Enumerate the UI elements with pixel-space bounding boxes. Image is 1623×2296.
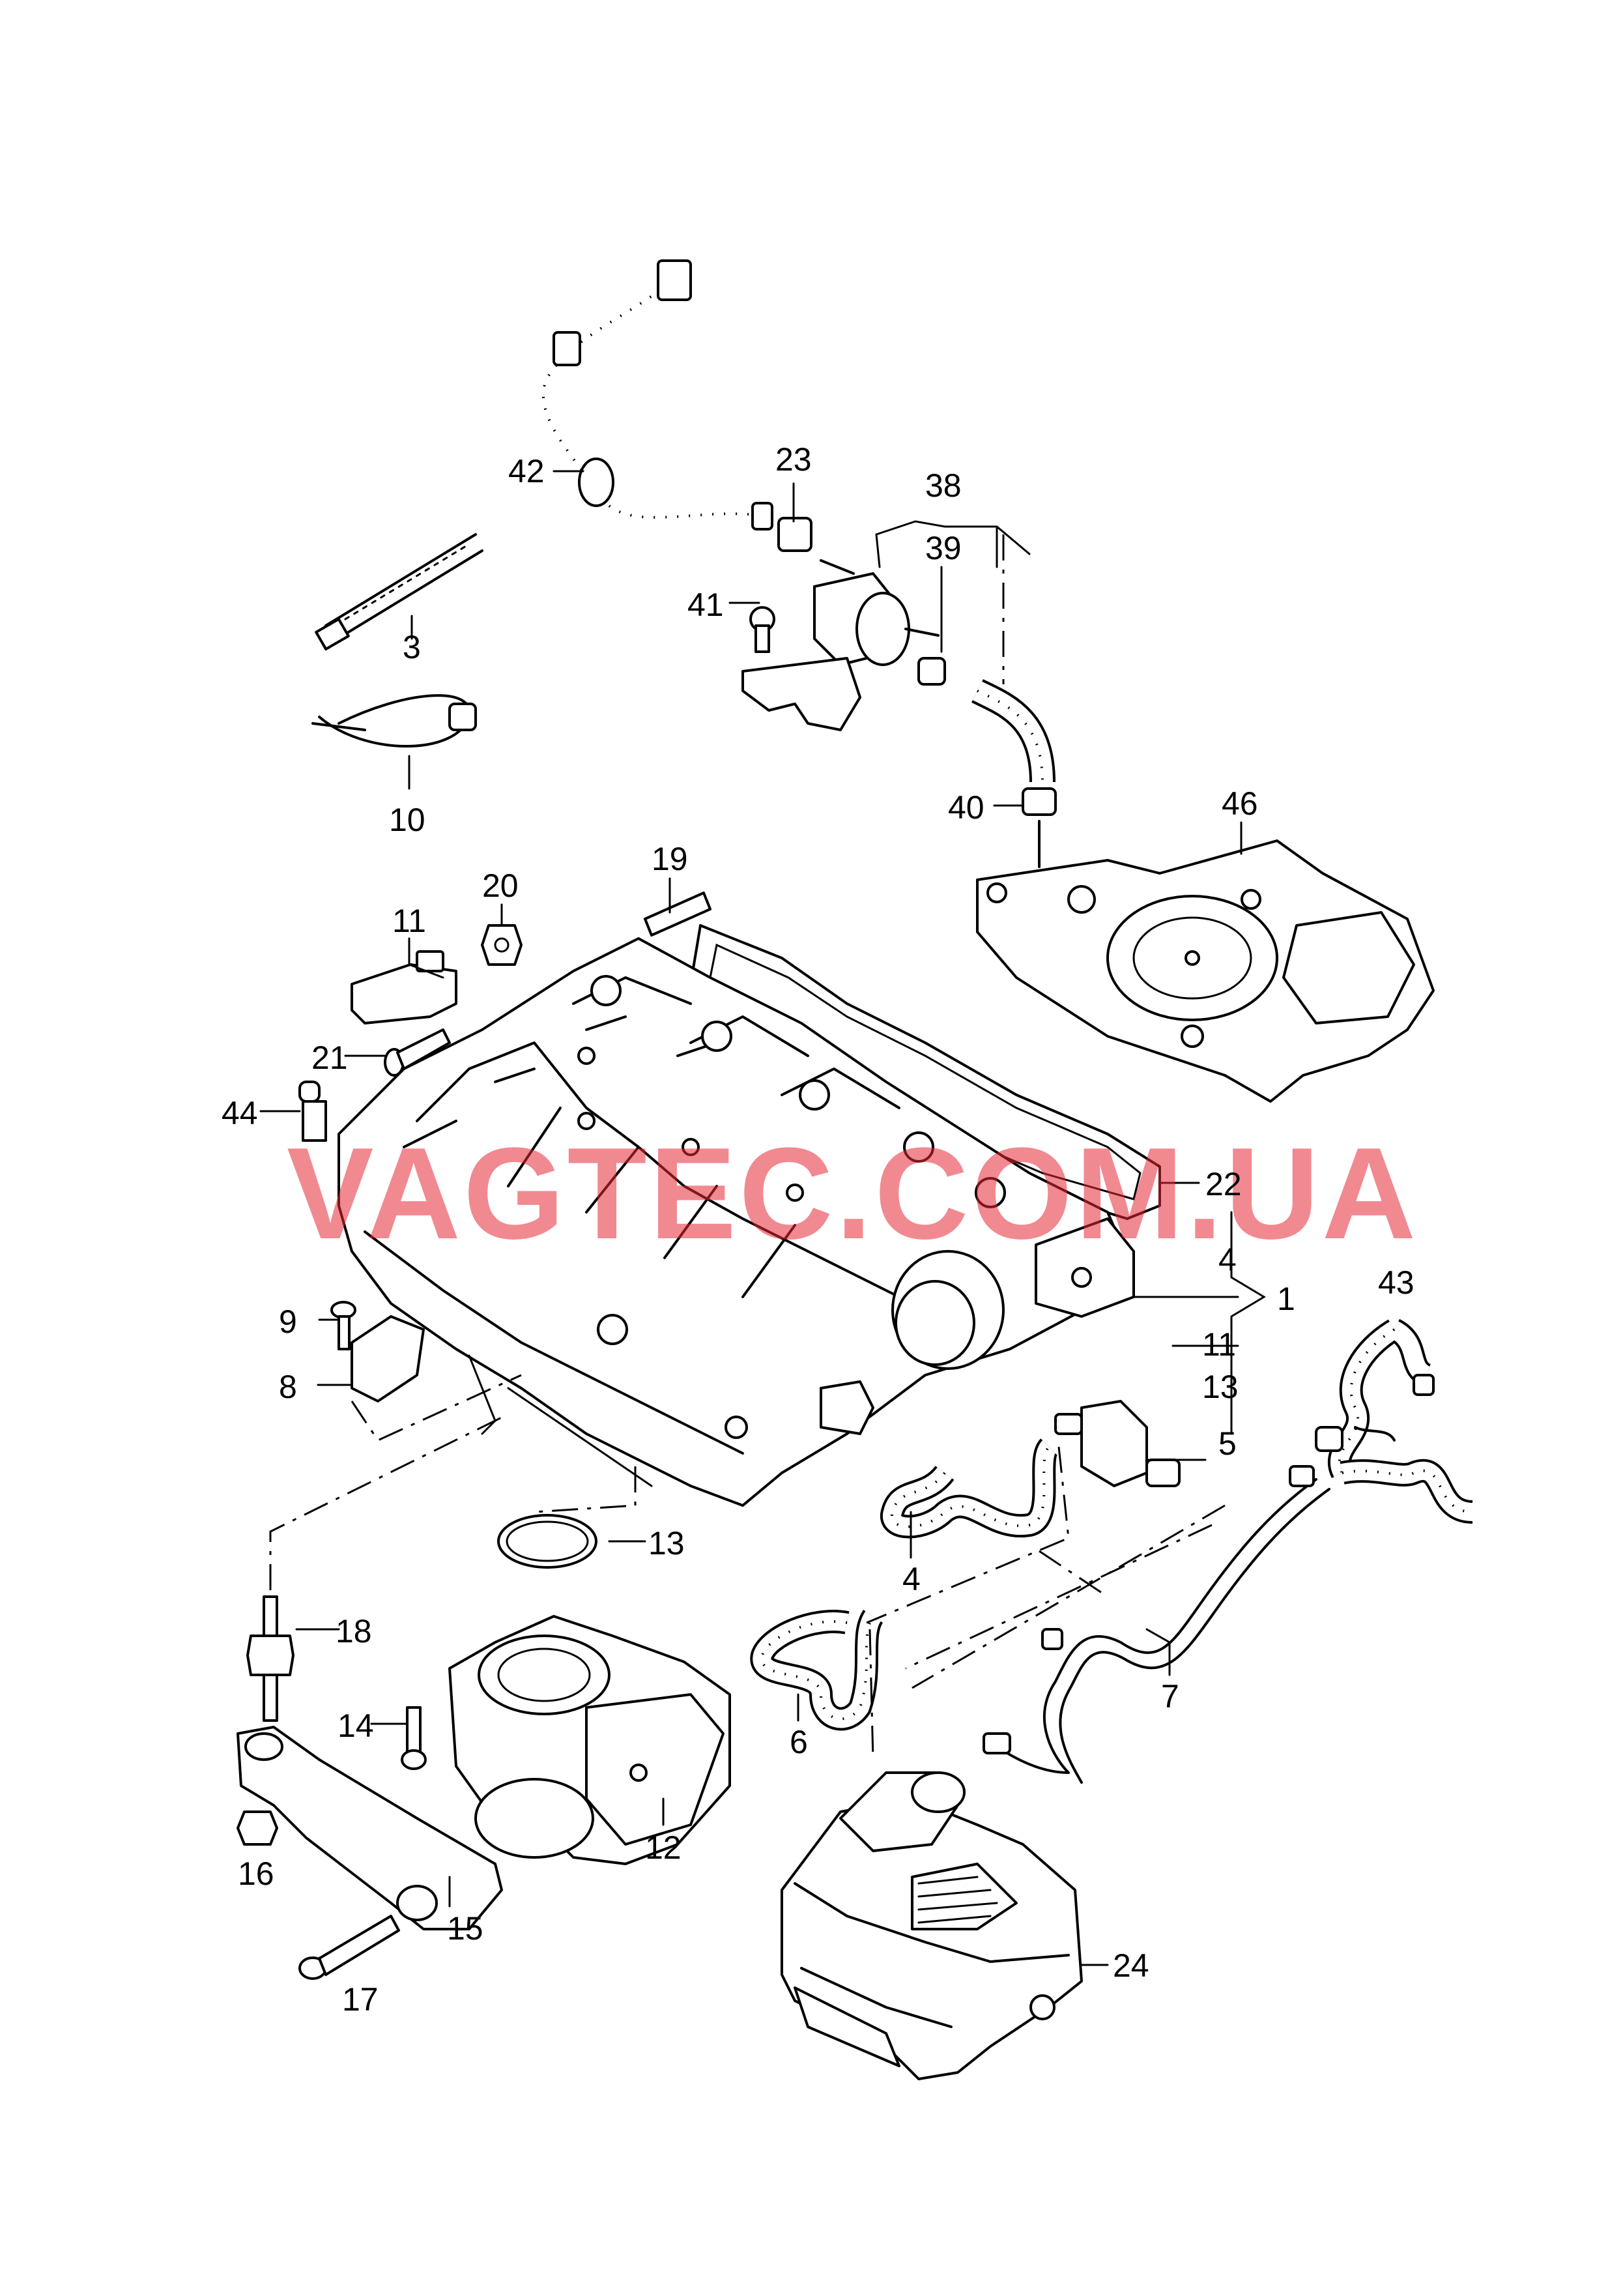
callout-24: 24 (1113, 1947, 1149, 1984)
sensor-8 (351, 1315, 425, 1402)
callout-23: 23 (775, 441, 812, 478)
callout-13: 13 (648, 1525, 685, 1562)
bolt-14 (401, 1706, 427, 1770)
stud-18 (246, 1595, 294, 1722)
hose-43 (1315, 1318, 1474, 1524)
valve-38 (741, 517, 946, 731)
callout-44: 44 (222, 1095, 258, 1131)
hose-4 (880, 1438, 1059, 1539)
hose-6 (750, 1610, 883, 1731)
callout-42: 42 (508, 453, 545, 489)
hose-40 (971, 679, 1057, 868)
callout-19: 19 (652, 841, 688, 877)
callout-18: 18 (336, 1613, 372, 1649)
leader-lines (259, 470, 1266, 1966)
throttle-body-12 (448, 1615, 731, 1865)
callout-17: 17 (342, 1981, 379, 2018)
callout-16: 16 (238, 1855, 274, 1892)
dash-dot-lines (269, 534, 1226, 1760)
callout-15: 15 (447, 1910, 483, 1947)
air-filter-24 (781, 1771, 1083, 2080)
callout-4-top: 4 (1218, 1242, 1237, 1278)
callout-3: 3 (403, 629, 421, 665)
hose-42 (535, 259, 773, 530)
callout-5: 5 (1218, 1425, 1237, 1462)
callout-40: 40 (948, 789, 984, 826)
cover-46 (976, 839, 1435, 1103)
stud-19 (644, 892, 711, 937)
callout-7: 7 (1161, 1678, 1179, 1715)
callout-20: 20 (482, 867, 519, 904)
bolt-17 (298, 1915, 400, 1980)
callout-8: 8 (279, 1369, 297, 1405)
callout-10: 10 (389, 802, 425, 838)
bolt-21 (384, 1028, 451, 1077)
sensor-11 (351, 950, 457, 1024)
watermark: VAGTEC.COM.UA (287, 1121, 1418, 1266)
callout-11-group: 11 (1202, 1326, 1236, 1363)
nut-20 (481, 924, 523, 966)
callout-9: 9 (279, 1303, 297, 1340)
callout-12: 12 (645, 1829, 682, 1866)
callout-11: 11 (392, 903, 426, 939)
valve-5 (1054, 1400, 1181, 1487)
callout-39: 39 (925, 530, 962, 566)
nut-16 (237, 1810, 278, 1846)
callout-21: 21 (311, 1039, 348, 1076)
bracket-15 (237, 1726, 503, 1930)
cable-tie-3 (315, 533, 483, 650)
callout-6: 6 (790, 1724, 808, 1760)
sensor-44 (298, 1081, 327, 1142)
callout-46: 46 (1222, 785, 1258, 822)
callout-13-group: 13 (1202, 1369, 1239, 1405)
callout-41: 41 (687, 587, 724, 623)
callout-38: 38 (925, 467, 962, 504)
callout-43: 43 (1378, 1264, 1415, 1301)
callout-1: 1 (1277, 1281, 1295, 1317)
bolt-9 (330, 1301, 356, 1350)
callout-4-bottom: 4 (902, 1561, 921, 1597)
callout-22: 22 (1205, 1166, 1242, 1202)
callout-labels: 42 23 38 39 41 3 10 40 46 19 20 11 21 44… (222, 441, 1415, 2018)
callout-14: 14 (338, 1707, 374, 1744)
o-ring-13 (497, 1514, 597, 1569)
pipe-7 (983, 1465, 1330, 1784)
clamp-10 (311, 694, 477, 748)
intake-manifold-1 (338, 937, 1135, 1507)
